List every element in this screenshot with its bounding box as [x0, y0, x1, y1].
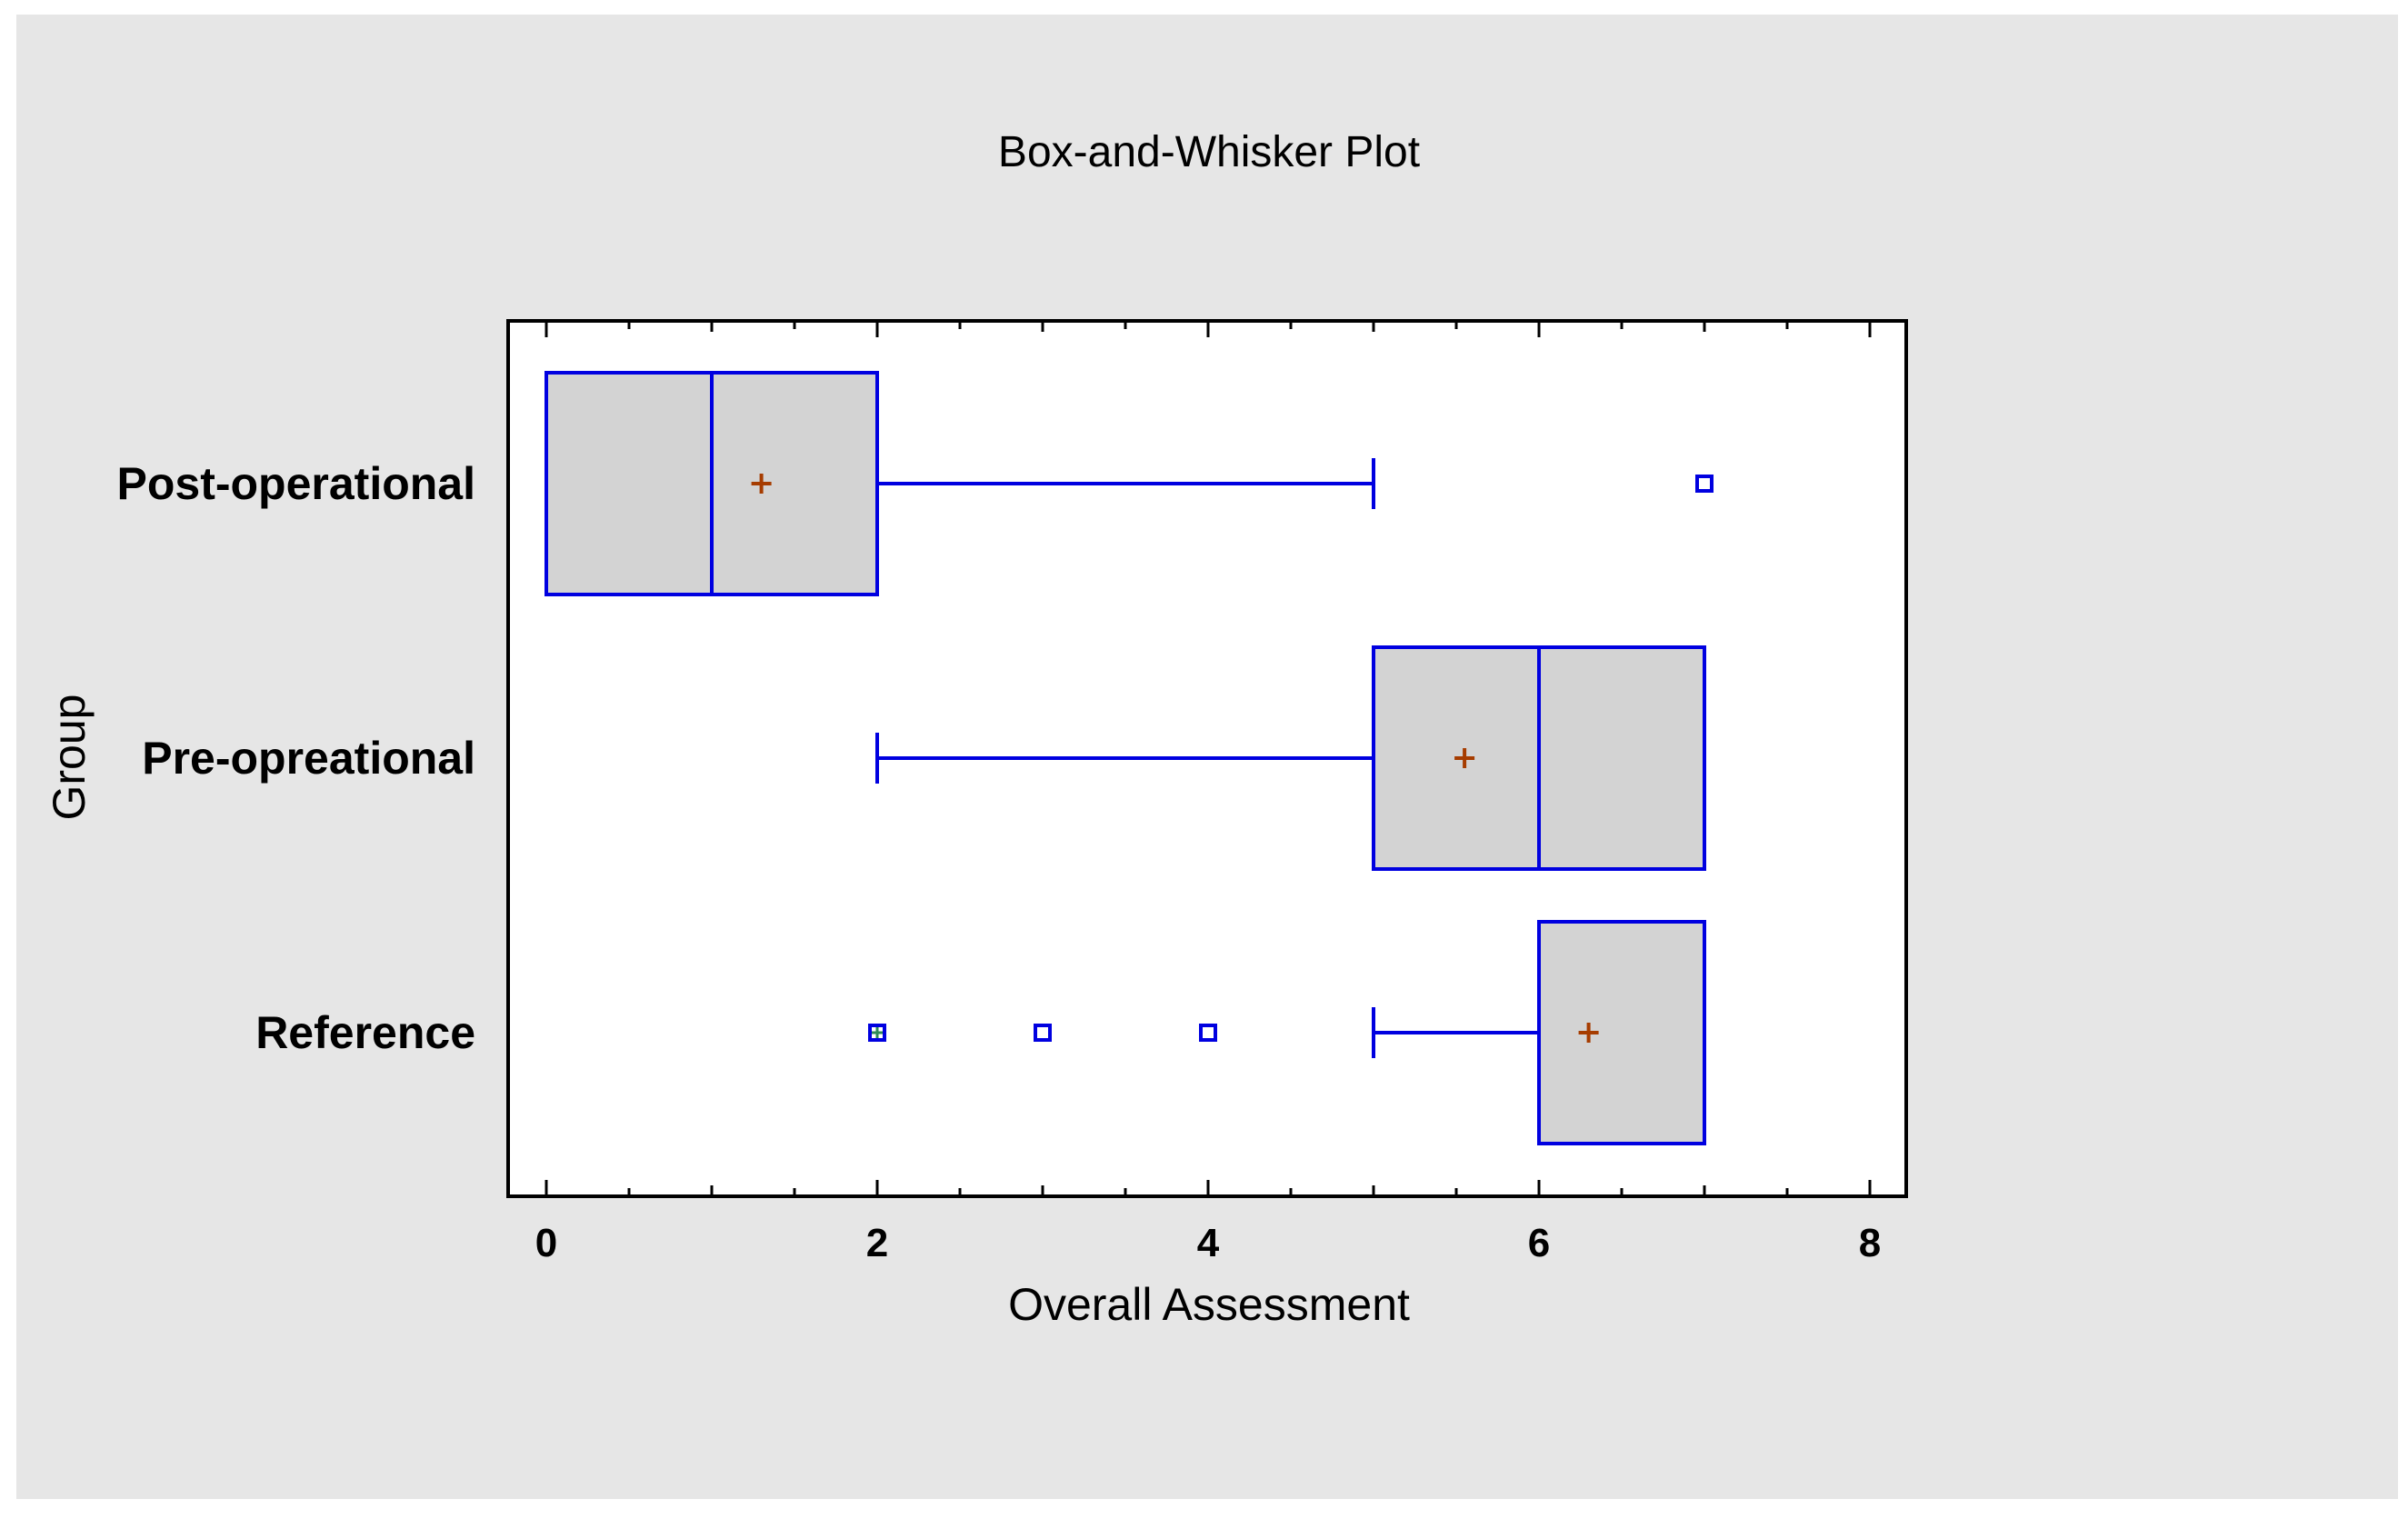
x-axis-title: Overall Assessment	[1008, 1279, 1410, 1330]
outlier-overlap-marker	[872, 1027, 883, 1038]
box-group	[545, 371, 1714, 596]
x-tick-label: 4	[1197, 1221, 1220, 1265]
x-tick-label: 0	[535, 1221, 557, 1265]
labels-layer: Post-operationalPre-opreationalReference…	[117, 458, 1882, 1265]
x-tick-label: 2	[866, 1221, 888, 1265]
outlier-point	[1199, 1024, 1217, 1042]
group-label: Reference	[255, 1007, 475, 1058]
mean-marker	[1578, 1023, 1599, 1043]
outlier-point	[1695, 475, 1714, 493]
ticks-layer	[545, 321, 1872, 1196]
mean-marker	[1454, 748, 1475, 768]
y-axis-title: Group	[44, 695, 95, 821]
chart-title: Box-and-Whisker Plot	[998, 128, 1420, 176]
group-label: Post-operational	[117, 458, 475, 509]
outlier-point	[1034, 1024, 1052, 1042]
x-tick-label: 8	[1859, 1221, 1881, 1265]
group-label: Pre-opreational	[142, 733, 475, 784]
boxes-layer	[545, 371, 1714, 1145]
box	[1537, 920, 1706, 1145]
mean-marker	[751, 474, 772, 494]
box-group	[875, 645, 1706, 871]
box-group	[868, 920, 1706, 1145]
x-tick-label: 6	[1528, 1221, 1550, 1265]
